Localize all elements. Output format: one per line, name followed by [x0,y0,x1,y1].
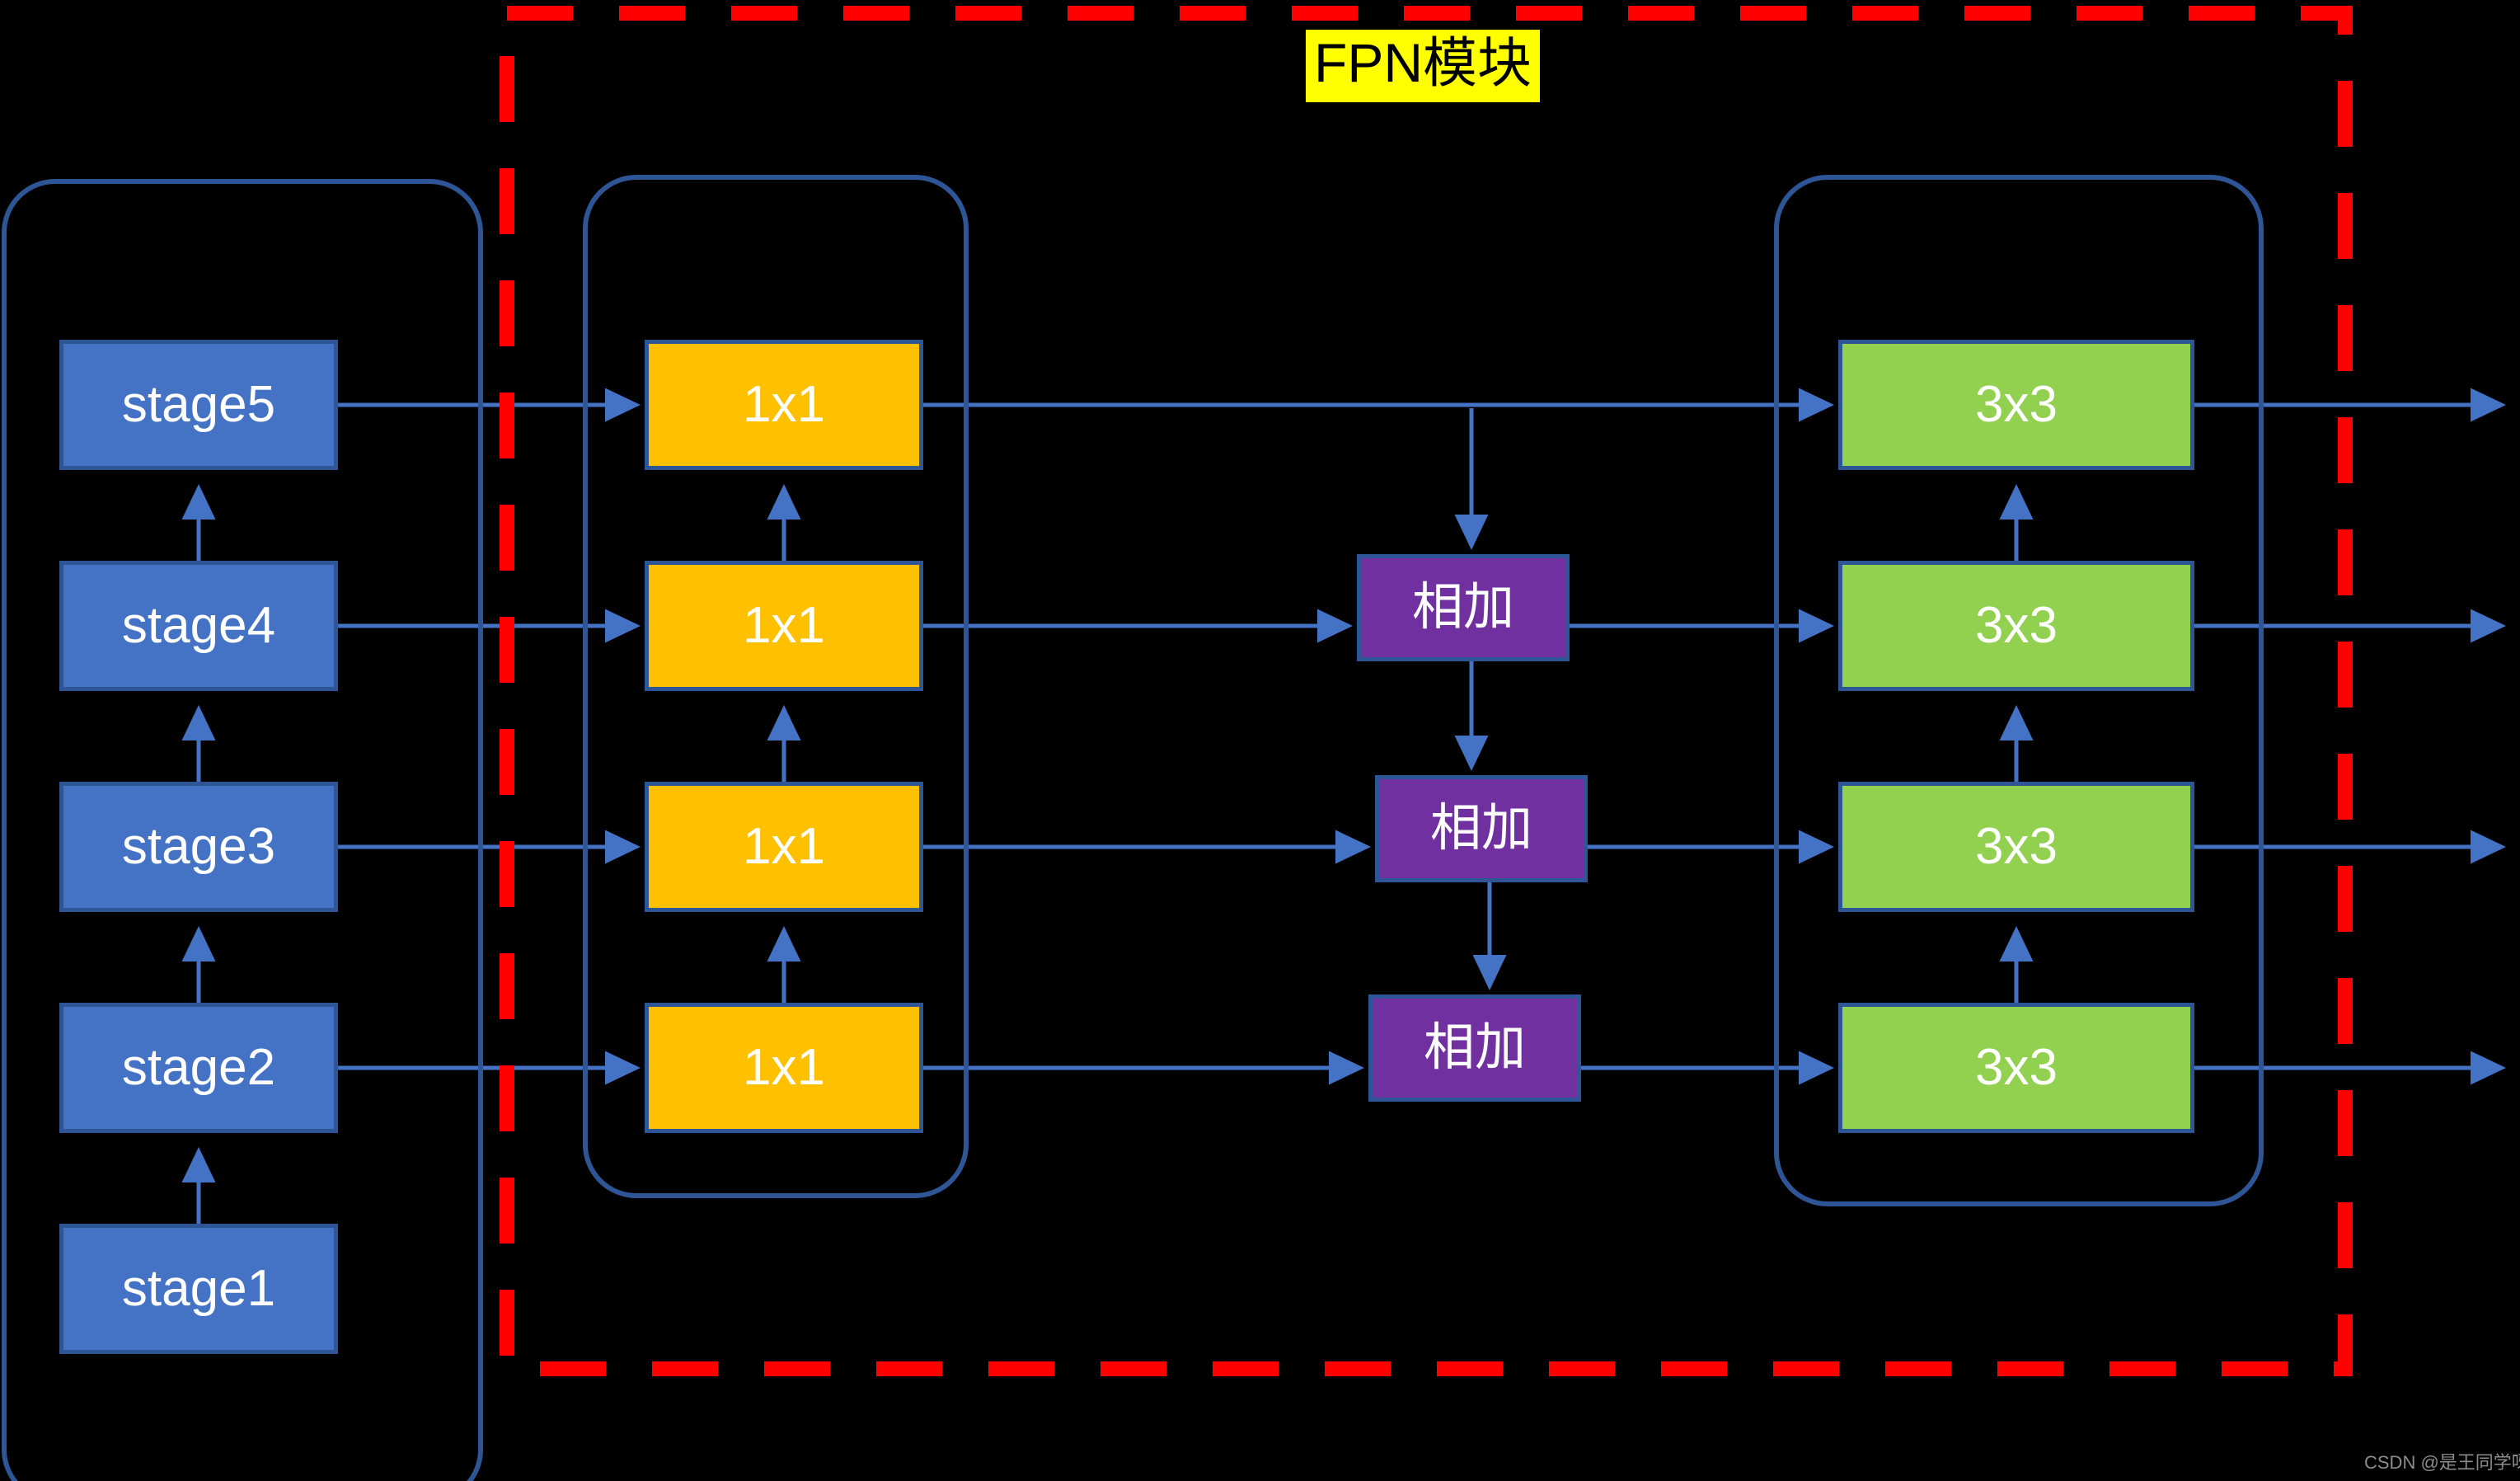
fpn-module-title: FPN模块 [1306,30,1540,102]
csdn-watermark: CSDN @是王同学呀 [2364,1452,2520,1473]
backbone-box-stage4[interactable]: stage4 [59,561,338,691]
lateral-conv-box-4[interactable]: 1x1 [645,1003,923,1133]
lateral-conv-box-3[interactable]: 1x1 [645,782,923,912]
backbone-box-stage2[interactable]: stage2 [59,1003,338,1133]
output-conv-box-2[interactable]: 3x3 [1838,561,2194,691]
backbone-box-stage3[interactable]: stage3 [59,782,338,912]
backbone-box-stage1[interactable]: stage1 [59,1224,338,1354]
output-conv-box-1[interactable]: 3x3 [1838,340,2194,470]
merge-add-box-2[interactable]: 相加 [1375,775,1588,882]
output-conv-box-3[interactable]: 3x3 [1838,782,2194,912]
fpn-module-highlight-region [500,6,2353,1376]
merge-add-box-3[interactable]: 相加 [1368,994,1581,1102]
lateral-conv-box-2[interactable]: 1x1 [645,561,923,691]
lateral-conv-box-1[interactable]: 1x1 [645,340,923,470]
output-conv-box-4[interactable]: 3x3 [1838,1003,2194,1133]
backbone-box-stage5[interactable]: stage5 [59,340,338,470]
merge-add-box-1[interactable]: 相加 [1357,554,1570,661]
